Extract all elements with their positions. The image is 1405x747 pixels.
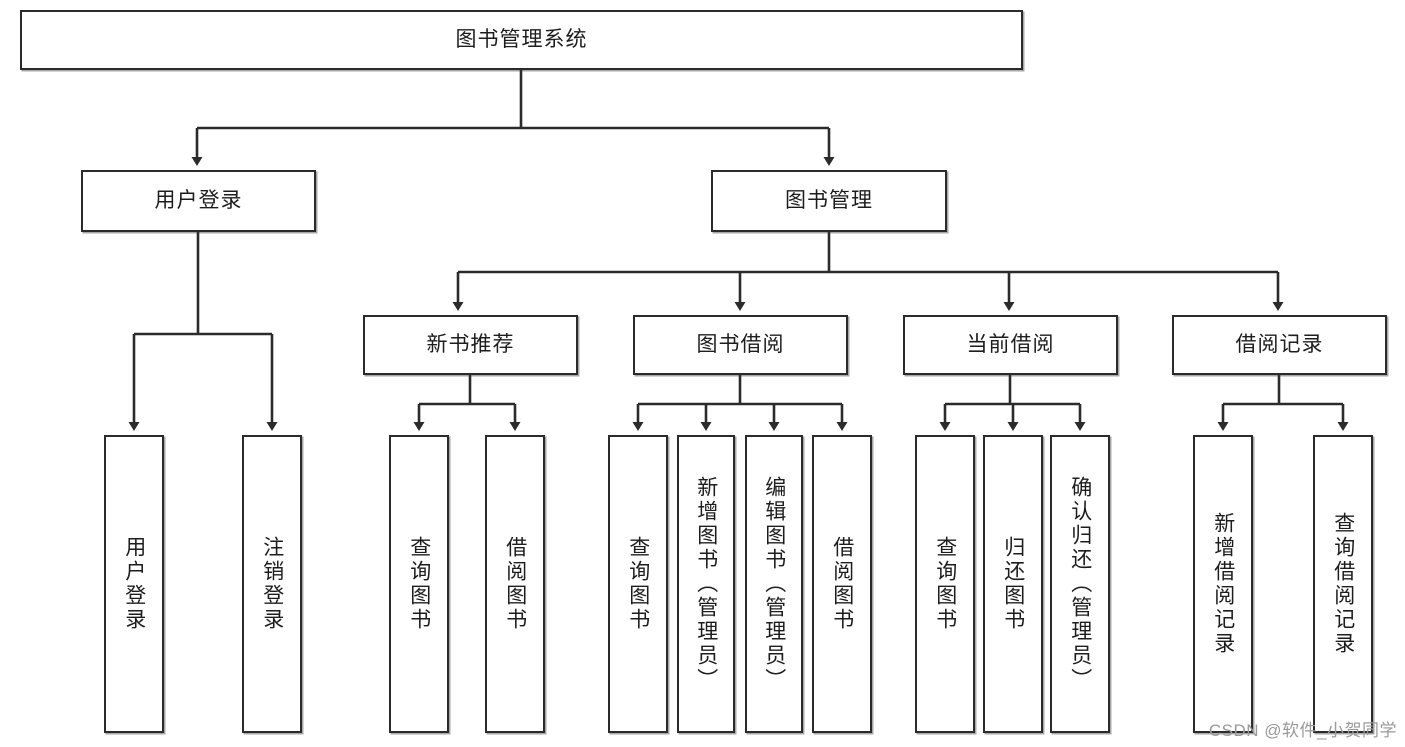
node-borrow-record-label: 借阅记录	[1235, 332, 1324, 356]
node-leaf-borrow-book-2-label: 借阅图书	[830, 536, 854, 632]
node-book-manage[interactable]: 图书管理	[711, 170, 947, 232]
node-leaf-logout[interactable]: 注销登录	[242, 435, 302, 733]
node-leaf-borrow-book-1-label: 借阅图书	[503, 536, 527, 632]
node-leaf-query-record-label: 查询借阅记录	[1331, 512, 1355, 656]
node-leaf-user-login[interactable]: 用户登录	[104, 435, 164, 733]
edge-recommend-to-leaves	[413, 375, 521, 431]
node-leaf-edit-book-label: 编辑图书（管理员）	[762, 476, 786, 692]
edge-userlogin-to-leaves	[128, 232, 278, 431]
node-leaf-add-record-label: 新增借阅记录	[1211, 512, 1235, 656]
node-book-borrow[interactable]: 图书借阅	[633, 315, 848, 375]
edge-bookborrow-to-leaves	[632, 375, 848, 431]
node-current-borrow-label: 当前借阅	[966, 332, 1055, 356]
node-book-borrow-label: 图书借阅	[696, 332, 785, 356]
node-leaf-return-book[interactable]: 归还图书	[983, 435, 1043, 733]
node-root[interactable]: 图书管理系统	[20, 10, 1023, 70]
node-leaf-borrow-book-1[interactable]: 借阅图书	[485, 435, 545, 733]
node-leaf-query-book-3-label: 查询图书	[933, 536, 957, 632]
node-leaf-borrow-book-2[interactable]: 借阅图书	[812, 435, 872, 733]
node-leaf-edit-book[interactable]: 编辑图书（管理员）	[745, 435, 803, 733]
node-leaf-confirm-return[interactable]: 确认归还（管理员）	[1050, 435, 1110, 733]
node-leaf-query-book-1-label: 查询图书	[407, 536, 431, 632]
node-leaf-user-login-label: 用户登录	[122, 536, 146, 632]
edge-currentborrow-to-leaves	[939, 375, 1086, 431]
node-root-label: 图书管理系统	[455, 27, 588, 51]
edge-borrowrecord-to-leaves	[1217, 375, 1349, 431]
node-leaf-query-record[interactable]: 查询借阅记录	[1313, 435, 1373, 733]
node-leaf-confirm-return-label: 确认归还（管理员）	[1068, 476, 1092, 692]
node-leaf-add-record[interactable]: 新增借阅记录	[1193, 435, 1253, 733]
node-leaf-return-book-label: 归还图书	[1001, 536, 1025, 632]
node-new-book-recommend-label: 新书推荐	[426, 332, 515, 356]
node-leaf-query-book-3[interactable]: 查询图书	[915, 435, 975, 733]
node-leaf-query-book-2[interactable]: 查询图书	[608, 435, 668, 733]
node-user-login[interactable]: 用户登录	[81, 170, 316, 232]
node-leaf-query-book-2-label: 查询图书	[626, 536, 650, 632]
node-leaf-query-book-1[interactable]: 查询图书	[389, 435, 449, 733]
node-user-login-label: 用户登录	[154, 188, 243, 212]
node-leaf-add-book-label: 新增图书（管理员）	[694, 476, 718, 692]
node-leaf-add-book[interactable]: 新增图书（管理员）	[677, 435, 735, 733]
edge-bookmanage-to-level2	[452, 232, 1284, 311]
csdn-watermark: CSDN @软件_小贺同学	[1208, 721, 1397, 740]
node-borrow-record[interactable]: 借阅记录	[1172, 315, 1387, 375]
node-book-manage-label: 图书管理	[785, 188, 873, 212]
node-leaf-logout-label: 注销登录	[260, 536, 284, 632]
node-current-borrow[interactable]: 当前借阅	[903, 315, 1118, 375]
node-new-book-recommend[interactable]: 新书推荐	[363, 315, 578, 375]
edge-root-to-level1	[191, 70, 835, 166]
